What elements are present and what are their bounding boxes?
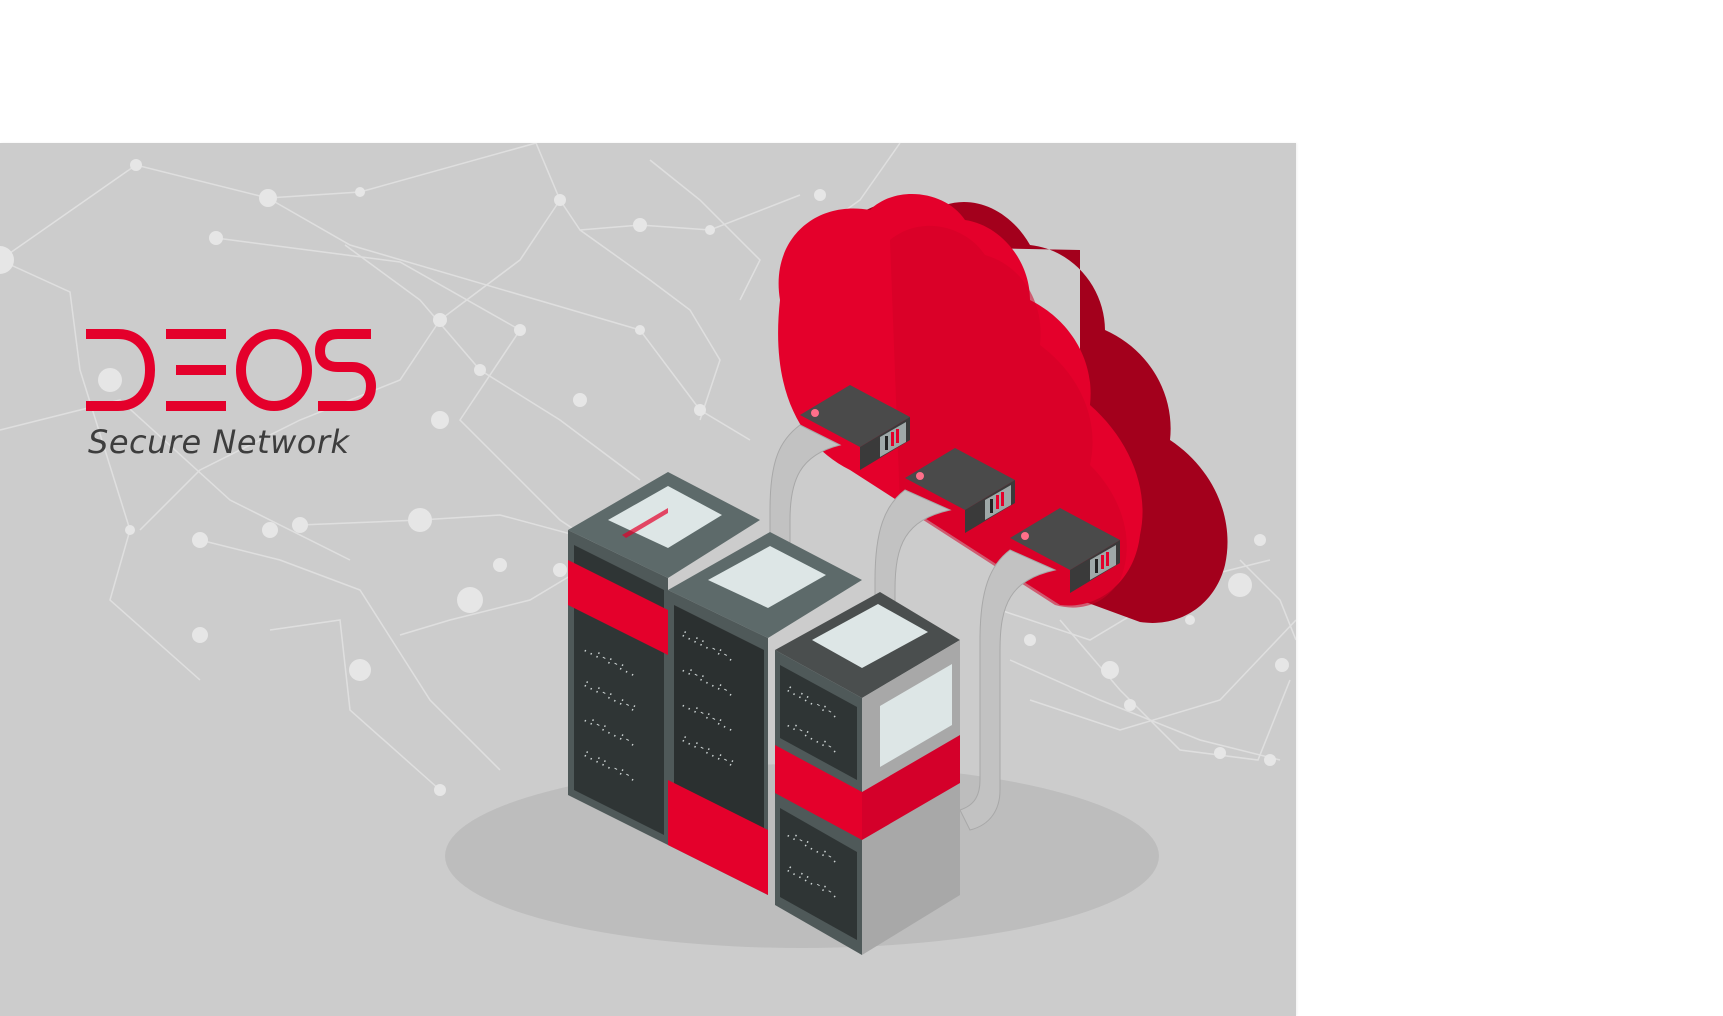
- brand-tagline: Secure Network: [88, 423, 350, 461]
- hero-banner-image: ..:-:-:.. :.:-:.:-: .:-:..:-. :.::.-:-. …: [0, 143, 1296, 1016]
- cloud-connector: [800, 385, 910, 470]
- deos-logo: [86, 329, 386, 411]
- deos-wordmark-icon: [86, 329, 376, 411]
- network-nodes: [0, 159, 1289, 796]
- server-rack: [568, 472, 760, 845]
- cloud-connector: [1010, 508, 1120, 593]
- network-illustration: ..:-:-:.. :.:-:.:-: .:-:..:-. :.::.-:-. …: [0, 143, 1296, 955]
- server-rack: [668, 532, 862, 895]
- cloud-connector: [905, 448, 1015, 533]
- server-rack: [775, 592, 960, 955]
